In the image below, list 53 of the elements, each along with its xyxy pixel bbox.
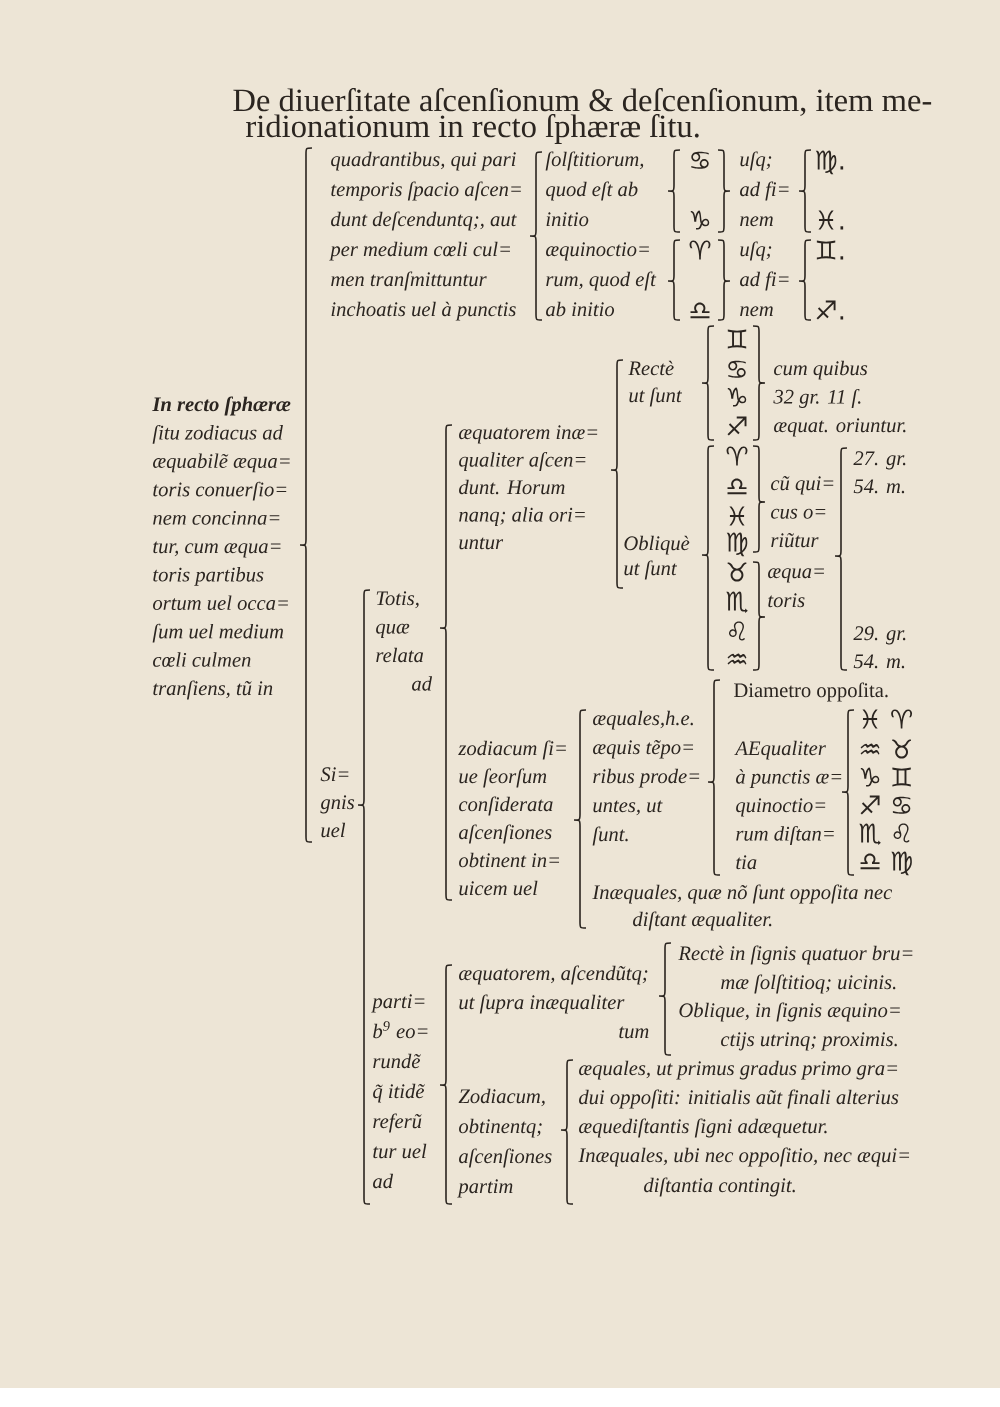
label: æquales, ut primus gradus primo gra= dui oppoſiti: initialis aũt finali alterius æquediſtantis ſigni adæquetur. xyxy=(579,1060,899,1138)
label: uſq; ad fi= nem xyxy=(740,241,789,317)
zodiac-symbol: ♐ xyxy=(727,416,747,436)
zodiac-symbol: ♑ xyxy=(690,210,710,230)
zodiac-symbol: ♍. xyxy=(815,150,844,175)
zodiac-symbol: ♈ xyxy=(689,240,711,260)
zodiac-symbol: ♎ xyxy=(727,478,747,495)
zodiac-symbols: ♏ ♌ xyxy=(859,823,910,845)
zodiac-symbol: ♑ xyxy=(727,387,747,407)
zodiac-symbols: ♎ ♍ xyxy=(860,851,912,876)
zodiac-symbol: ♌ xyxy=(729,621,745,641)
label: 29. gr. 54. m. xyxy=(853,626,906,669)
label: cum quibus 32 gr. 11 ſ. æquat. oriuntur. xyxy=(773,360,906,437)
label: Obliquè ut ſunt xyxy=(624,535,690,580)
zodiac-symbol: ♋ xyxy=(691,151,709,169)
zodiac-symbol: ♉ xyxy=(727,562,747,582)
label: quadrantibus, qui pari temporis ſpacio aſcen= dunt deſcenduntq;, aut per medium cœli cul= men tranſmittuntur inchoatis uel à punctis xyxy=(329,151,521,321)
zodiac-symbol: ♐. xyxy=(816,300,844,320)
label: zodiacum ſi= ue ſeorſum conſiderata aſcenſiones obtinent in= uicem uel xyxy=(458,740,566,896)
zodiac-symbols: ♓ ♈ xyxy=(862,709,913,729)
label: 27. gr. 54. m. xyxy=(853,451,906,494)
zodiac-symbol: ♍ xyxy=(726,532,748,557)
label: Inæquales, ubi nec oppoſitio, nec æqui= diſtantia contingit. xyxy=(578,1147,910,1197)
zodiac-symbol: ♓. xyxy=(818,210,844,230)
title: De diuerſitate aſcenſionum & deſcenſionum, item me- ridionationum in recto ſphæræ ſitu. xyxy=(233,88,932,144)
label: Zodiacum, obtinentq; aſcenſiones partim xyxy=(457,1088,552,1198)
label: AEqualiter à punctis æ= quinoctio= rum diſtan= tia xyxy=(734,740,842,870)
zodiac-symbol: ♊. xyxy=(816,240,844,260)
label: æquales,h.e. æquis tẽpo= ribus prode= untes, ut ſunt. xyxy=(592,710,700,846)
zodiac-symbol: ♋ xyxy=(728,360,746,378)
label: In recto ſphæræ ſitu zodiacus ad æquabilẽ æqua= toris conuerſio= nem concinna= tur, cum æqua= toris partibus ortum uel occa= ſum uel medium cœli culmen tranſiens, tũ in xyxy=(152,396,291,700)
label: Oblique, in ſignis æquino= ctijs utrinq; proximis. xyxy=(679,1002,900,1051)
zodiac-symbols: ♒ ♉ xyxy=(860,739,911,759)
label: Totis, quæ relata ad xyxy=(376,591,433,691)
zodiac-symbols: ♐ ♋ xyxy=(860,795,911,815)
label: Rectè in ſignis quatuor bru= mæ ſolſtitioq; uicinis. xyxy=(678,945,913,994)
label: parti= b$^{9}$ eo= rundẽ q̃ itidẽ referũ tur uel ad xyxy=(371,994,428,1189)
zodiac-symbol: ♊ xyxy=(727,329,747,349)
zodiac-symbol: ♓ xyxy=(729,506,745,526)
label: uſq; ad fi= nem xyxy=(740,151,789,227)
zodiac-symbols: ♑ ♊ xyxy=(860,767,911,787)
label: æquinoctio= rum, quod eſt ab initio xyxy=(546,242,657,317)
zodiac-symbol: ♒ xyxy=(727,653,747,665)
zodiac-symbol: ♏ xyxy=(726,591,748,613)
label: Inæquales, quæ nõ ſunt oppoſita nec diſtant æqualiter. xyxy=(592,884,893,931)
label: æquatorem inæ= qualiter aſcen= dunt. Horum nanq; alia ori= untur xyxy=(459,425,598,550)
zodiac-symbol: ♎ xyxy=(690,302,710,319)
zodiac-symbol: ♈ xyxy=(726,446,748,466)
label: Rectè ut ſunt xyxy=(628,360,683,407)
label: æqua= toris xyxy=(768,568,824,608)
label: Diametro oppoſita. xyxy=(734,682,888,702)
label: cũ qui= cus o= riũtur xyxy=(771,476,834,548)
label: Si= gnis uel xyxy=(320,767,355,838)
